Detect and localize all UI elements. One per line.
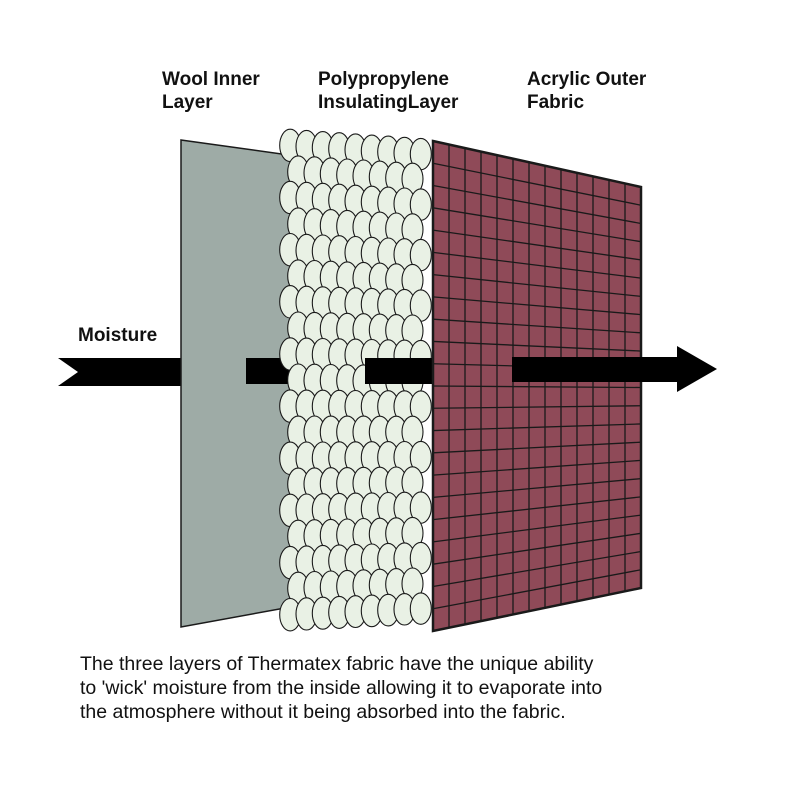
wool-label-line-2: Layer <box>162 92 213 113</box>
acrylic-grid-line <box>432 441 642 454</box>
acrylic-grid-line <box>432 496 642 521</box>
poly-label-line-2: InsulatingLayer <box>318 92 459 113</box>
acrylic-outer-fabric-label: Acrylic Outer Fabric <box>527 68 646 114</box>
wool-inner-layer-label: Wool Inner Layer <box>162 68 260 114</box>
moisture-arrow-head <box>512 346 717 392</box>
acrylic-grid-line <box>432 550 642 588</box>
caption: The three layers of Thermatex fabric hav… <box>80 652 780 724</box>
acrylic-label-line-2: Fabric <box>527 92 585 113</box>
moisture-label: Moisture <box>78 325 158 346</box>
acrylic-grid-line <box>432 273 642 298</box>
acrylic-grid-line <box>432 459 642 476</box>
acrylic-grid-line <box>432 184 642 225</box>
acrylic-grid-line <box>432 162 642 206</box>
polypropylene-insulating-layer <box>279 128 432 632</box>
acrylic-grid-line <box>432 477 642 499</box>
poly-label-line-1: Polypropylene <box>318 69 449 90</box>
acrylic-grid-line <box>432 207 642 243</box>
acrylic-grid-line <box>432 405 642 409</box>
moisture-arrow-tail <box>58 358 183 386</box>
acrylic-panel <box>431 139 643 633</box>
acrylic-grid-line <box>432 318 642 334</box>
caption-line-1: The three layers of Thermatex fabric hav… <box>80 653 594 675</box>
acrylic-grid-line <box>432 251 642 279</box>
moisture-arrow-segment-2 <box>365 358 435 384</box>
acrylic-grid-line <box>432 423 642 432</box>
caption-line-3: the atmosphere without it being absorbed… <box>80 701 566 723</box>
poly-fibre <box>409 592 432 625</box>
acrylic-grid-line <box>432 340 642 352</box>
acrylic-grid-line <box>432 569 642 610</box>
acrylic-grid-line <box>432 532 642 565</box>
acrylic-label-line-1: Acrylic Outer <box>527 69 647 90</box>
acrylic-grid-line <box>432 385 642 389</box>
caption-line-2: to 'wick' moisture from the inside allow… <box>80 677 603 699</box>
wool-label-line-1: Wool Inner <box>162 69 260 90</box>
acrylic-grid-line <box>432 229 642 261</box>
acrylic-outer-fabric <box>431 139 643 633</box>
acrylic-grid-line <box>432 296 642 316</box>
acrylic-grid-line <box>432 514 642 543</box>
polypropylene-layer-label: Polypropylene InsulatingLayer <box>318 68 458 114</box>
